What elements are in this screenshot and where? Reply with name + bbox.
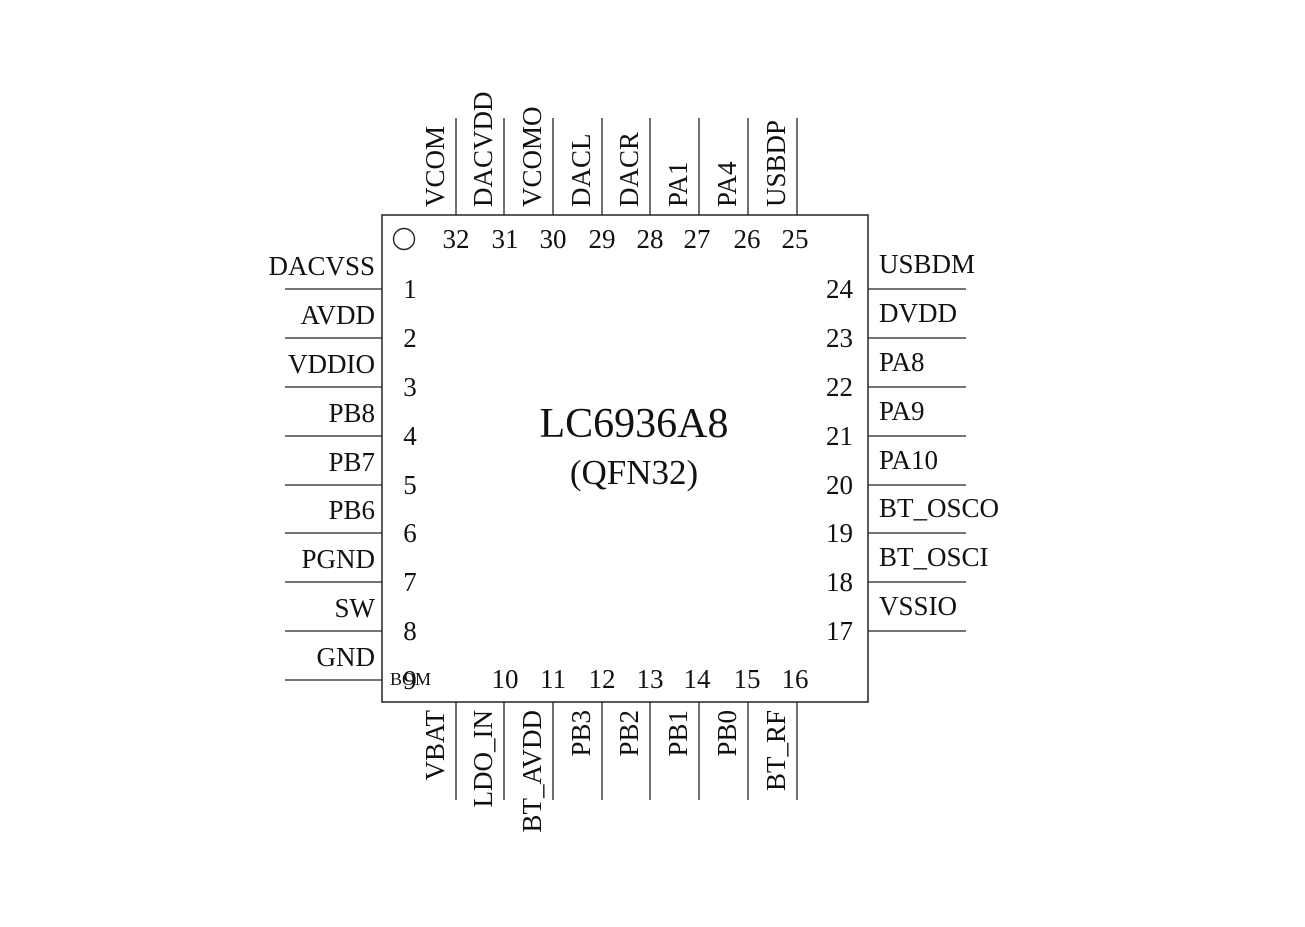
pin-number: 16 [782,664,809,694]
pin-name-label: DACVDD [468,91,498,207]
pin-number: 6 [403,518,417,548]
pin-number: 29 [589,224,616,254]
pin1-marker [392,227,416,251]
pin-number: 25 [782,224,809,254]
pin-name-label: LDO_IN [468,710,498,807]
pin-name-label: DACL [566,134,596,208]
pin-name-label: BT_AVDD [517,710,547,833]
pin-name-label: VSSIO [879,591,957,621]
pin-number: 15 [734,664,761,694]
chip-package: (QFN32) [570,453,698,492]
pin-name-label: PB0 [712,710,742,757]
chip-name: LC6936A8 [540,401,729,447]
pin-name-label: USBDM [879,249,975,279]
pin-number: 28 [637,224,664,254]
pin-number: 32 [443,224,470,254]
pin-name-label: PA9 [879,396,925,426]
pin-number: 7 [403,567,417,597]
pin-number: 30 [540,224,567,254]
pin-number: 12 [589,664,616,694]
pin-name-label: VCOMO [517,106,547,207]
pin-number: 5 [403,470,417,500]
pin-name-label: BT_RF [761,710,791,791]
pin-number: 11 [540,664,566,694]
pin-name-label: PB6 [328,495,375,525]
pin-number: 19 [826,518,853,548]
pin-name-label: PB2 [614,710,644,757]
pin-number: 18 [826,567,853,597]
pin-number: 1 [403,274,417,304]
pin-name-label: PA1 [663,161,693,207]
pin-number: 10 [492,664,519,694]
pin-number: 21 [826,421,853,451]
pin-number: 8 [403,616,417,646]
pin-leads [285,118,966,800]
pin-name-label: VCOM [420,126,450,207]
pin-name-label: GND [317,642,376,672]
pin-number: 3 [403,372,417,402]
pin-number: 22 [826,372,853,402]
pin-number: 4 [403,421,417,451]
pin-name-label: PA10 [879,445,938,475]
pin-name-label: SW [335,593,376,623]
pin-name-label: PB7 [328,447,375,477]
pin-number: 17 [826,616,853,646]
pin-number: 9 [403,665,417,695]
pin-name-label: PGND [301,544,375,574]
pin-name-label: AVDD [300,300,375,330]
pin-number: 27 [684,224,711,254]
pin-name-label: BT_OSCO [879,493,999,523]
pin-name-label: DACVSS [268,251,375,281]
pin-name-label: PB1 [663,710,693,757]
pin-name-label: BT_OSCI [879,542,989,572]
pin-name-label: DACR [614,132,644,207]
pin-number: 24 [826,274,854,304]
pin-number: 31 [492,224,519,254]
pin-number: 2 [403,323,417,353]
pin-name-label: PB3 [566,710,596,757]
pin-number: 20 [826,470,853,500]
bom-label: BOM [390,669,431,689]
pin-number: 23 [826,323,853,353]
chip-body [381,214,869,703]
pin-name-label: PA4 [712,161,742,207]
pin-name-label: USBDP [761,120,791,207]
pin-name-label: PA8 [879,347,925,377]
pin-name-label: VBAT [420,710,450,781]
pin-name-label: PB8 [328,398,375,428]
pin-number: 13 [637,664,664,694]
pin-number: 26 [734,224,761,254]
pin-number: 14 [684,664,712,694]
pin-name-label: DVDD [879,298,957,328]
pin-name-label: VDDIO [288,349,375,379]
